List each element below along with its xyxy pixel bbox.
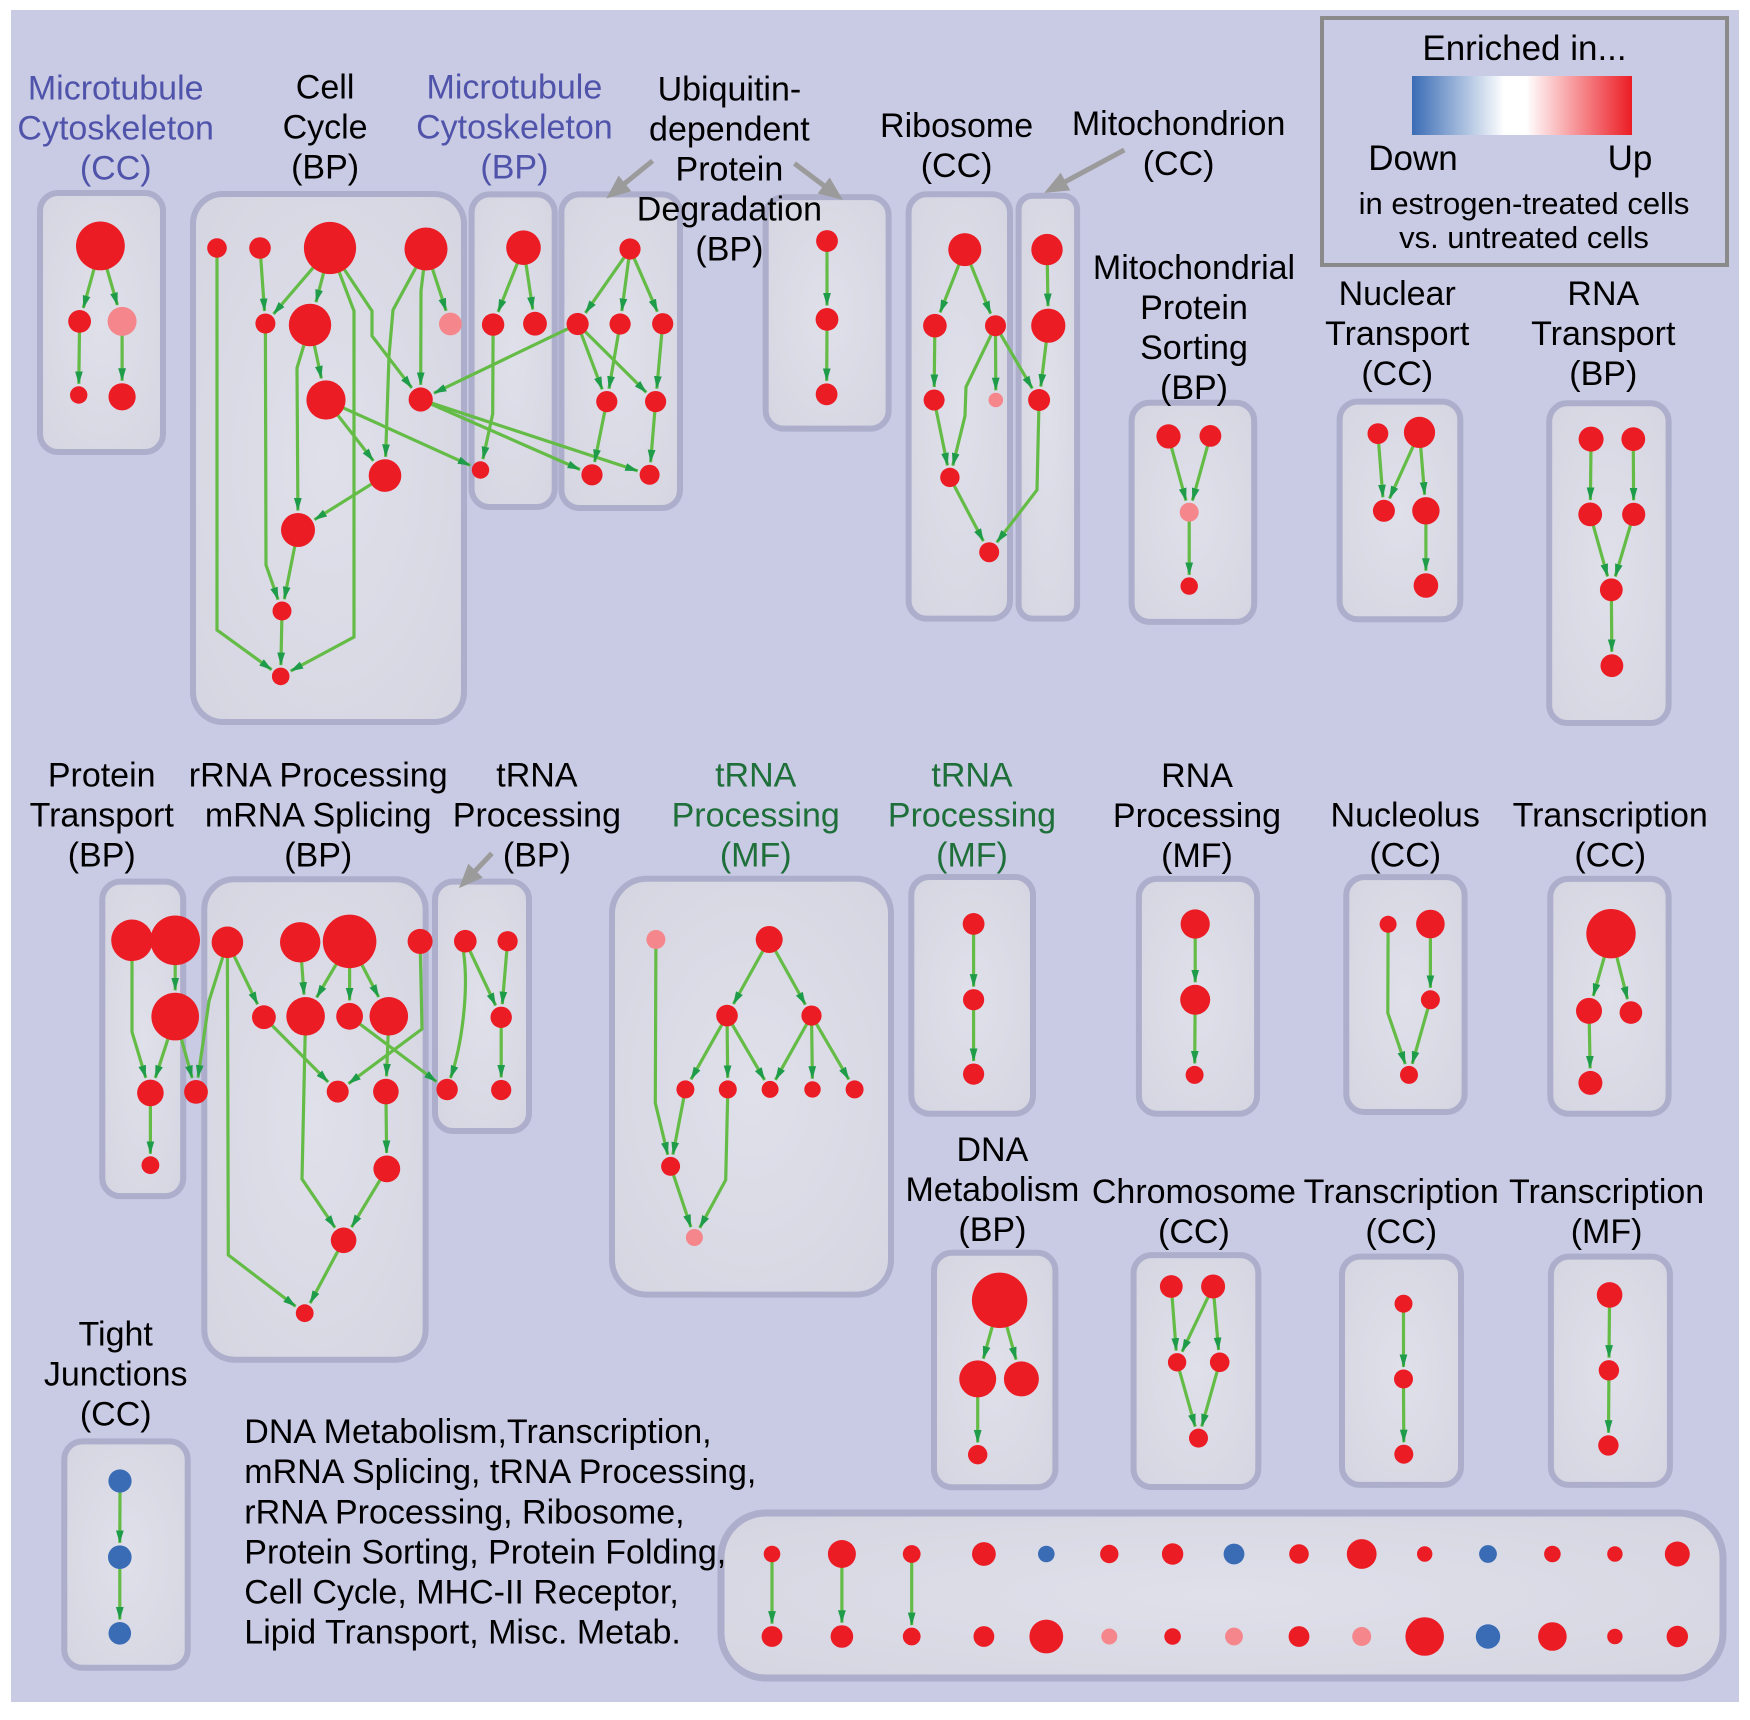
svg-text:rRNA Processing, Ribosome,: rRNA Processing, Ribosome, xyxy=(244,1493,684,1531)
svg-text:Protein: Protein xyxy=(1140,289,1248,327)
svg-text:Nuclear: Nuclear xyxy=(1339,275,1456,313)
svg-text:Protein Sorting, Protein Foldi: Protein Sorting, Protein Folding, xyxy=(244,1533,726,1571)
svg-text:RNA: RNA xyxy=(1161,757,1233,795)
svg-text:(BP): (BP) xyxy=(695,230,763,268)
svg-text:Cytoskeleton: Cytoskeleton xyxy=(416,108,613,146)
svg-text:Microtubule: Microtubule xyxy=(28,69,204,107)
svg-text:tRNA: tRNA xyxy=(715,757,797,795)
svg-text:Cell Cycle, MHC-II Receptor,: Cell Cycle, MHC-II Receptor, xyxy=(244,1574,679,1612)
svg-text:Ubiquitin-: Ubiquitin- xyxy=(658,70,802,108)
svg-text:Processing: Processing xyxy=(453,797,621,835)
svg-text:Nucleolus: Nucleolus xyxy=(1331,797,1480,835)
svg-text:(MF): (MF) xyxy=(936,837,1008,875)
svg-text:Down: Down xyxy=(1368,139,1457,178)
svg-text:Processing: Processing xyxy=(672,797,840,835)
svg-text:Transcription: Transcription xyxy=(1509,1173,1704,1211)
svg-text:DNA: DNA xyxy=(957,1131,1029,1169)
svg-text:(CC): (CC) xyxy=(1365,1213,1437,1251)
svg-text:Up: Up xyxy=(1608,139,1653,178)
svg-text:(CC): (CC) xyxy=(1143,145,1215,183)
svg-text:RNA: RNA xyxy=(1567,275,1639,313)
svg-text:Ribosome: Ribosome xyxy=(880,107,1033,145)
svg-text:Transport: Transport xyxy=(1531,315,1676,353)
svg-text:Cell: Cell xyxy=(296,68,355,106)
svg-text:(CC): (CC) xyxy=(1574,837,1646,875)
svg-text:Mitochondrial: Mitochondrial xyxy=(1093,249,1295,287)
svg-text:tRNA: tRNA xyxy=(931,757,1013,795)
svg-text:(BP): (BP) xyxy=(958,1211,1026,1249)
svg-text:Processing: Processing xyxy=(1113,797,1281,835)
svg-text:(BP): (BP) xyxy=(68,837,136,875)
svg-text:mRNA Splicing: mRNA Splicing xyxy=(205,797,432,835)
svg-text:Lipid Transport, Misc. Metab.: Lipid Transport, Misc. Metab. xyxy=(244,1614,681,1652)
svg-text:Junctions: Junctions xyxy=(44,1355,188,1393)
svg-text:Protein: Protein xyxy=(676,150,784,188)
svg-text:Enriched in...: Enriched in... xyxy=(1422,29,1626,68)
svg-text:vs. untreated cells: vs. untreated cells xyxy=(1399,220,1649,255)
svg-text:dependent: dependent xyxy=(649,110,810,148)
svg-text:(BP): (BP) xyxy=(1569,355,1637,393)
svg-text:(BP): (BP) xyxy=(1160,369,1228,407)
svg-text:Transport: Transport xyxy=(1325,315,1470,353)
svg-text:(CC): (CC) xyxy=(80,1395,152,1433)
svg-text:Cytoskeleton: Cytoskeleton xyxy=(17,109,214,147)
svg-text:Degradation: Degradation xyxy=(637,190,822,228)
svg-text:in estrogen-treated cells: in estrogen-treated cells xyxy=(1359,186,1690,221)
svg-text:Cycle: Cycle xyxy=(283,108,368,146)
svg-text:(MF): (MF) xyxy=(1161,837,1233,875)
svg-text:Transport: Transport xyxy=(30,797,175,835)
svg-text:(MF): (MF) xyxy=(720,837,792,875)
svg-text:(MF): (MF) xyxy=(1571,1213,1643,1251)
svg-text:Protein: Protein xyxy=(48,757,156,795)
svg-text:Microtubule: Microtubule xyxy=(427,68,603,106)
svg-text:Tight: Tight xyxy=(79,1315,154,1353)
svg-text:(BP): (BP) xyxy=(291,148,359,186)
svg-text:Mitochondrion: Mitochondrion xyxy=(1072,105,1286,143)
svg-text:tRNA: tRNA xyxy=(496,757,578,795)
svg-text:mRNA Splicing, tRNA Processing: mRNA Splicing, tRNA Processing, xyxy=(244,1453,756,1491)
svg-text:(BP): (BP) xyxy=(480,148,548,186)
svg-text:(CC): (CC) xyxy=(1158,1213,1230,1251)
svg-text:Metabolism: Metabolism xyxy=(905,1171,1079,1209)
svg-text:(BP): (BP) xyxy=(284,837,352,875)
svg-text:Transcription: Transcription xyxy=(1304,1173,1499,1211)
svg-text:(CC): (CC) xyxy=(1361,355,1433,393)
svg-text:Sorting: Sorting xyxy=(1140,329,1248,367)
svg-text:(BP): (BP) xyxy=(503,837,571,875)
svg-text:rRNA Processing: rRNA Processing xyxy=(189,757,448,795)
svg-text:Chromosome: Chromosome xyxy=(1092,1173,1296,1211)
svg-text:(CC): (CC) xyxy=(80,149,152,187)
svg-text:Transcription: Transcription xyxy=(1513,797,1708,835)
svg-text:(CC): (CC) xyxy=(921,147,993,185)
svg-text:Processing: Processing xyxy=(888,797,1056,835)
svg-text:DNA Metabolism,Transcription,: DNA Metabolism,Transcription, xyxy=(244,1413,711,1451)
svg-text:(CC): (CC) xyxy=(1369,837,1441,875)
